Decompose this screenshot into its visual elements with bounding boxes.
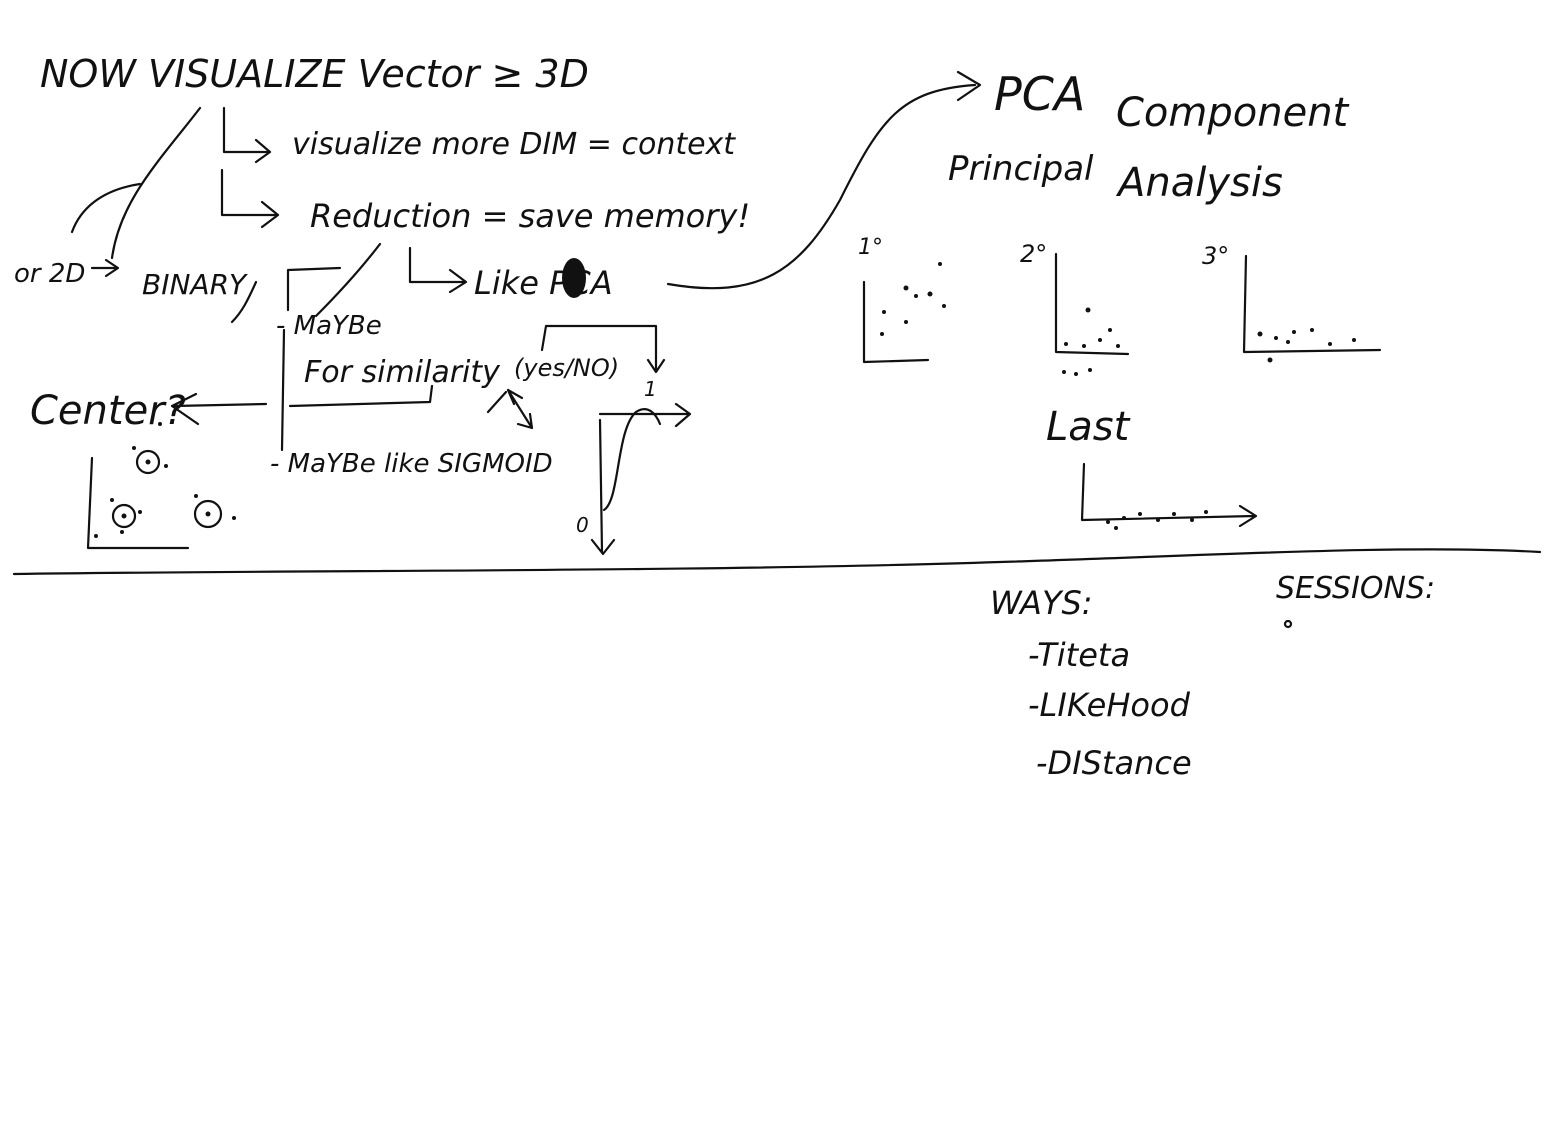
pca-plot-1: 1° [858,235,946,364]
binary-underline [230,280,258,324]
branch-arrow-visualize [222,106,272,164]
principal-text: Principal [948,149,1094,189]
pca-plot-3-label: 3° [1202,242,1229,270]
sessions-title: SESSIONS: [1276,571,1435,606]
sigmoid-plot: 1 0 [576,377,692,556]
ways-title: WAYS: [990,584,1093,622]
visualize-more-text: visualize more DIM = context [292,127,736,162]
similarity-tick [486,390,508,414]
pca-plot-2-label: 2° [1020,240,1047,268]
cluster-plot [86,422,236,550]
similarity-underline [288,384,434,408]
branch-arrow-reduction [220,168,280,229]
pca-text: PCA [994,67,1085,121]
scribble-mark [562,258,586,298]
center-text: Center? [30,388,186,434]
title-to-binary-line [110,106,202,260]
pca-plot-1-label: 1° [858,235,883,260]
2d-to-binary-arrow [90,258,120,278]
analysis-text: Analysis [1115,160,1283,206]
maybe-text: - MaYBe [276,311,382,341]
pca-plot-2: 2° [1020,240,1130,376]
for-similarity-text: For similarity [304,355,501,390]
yes-no-text: (yes/NO) [514,354,619,382]
pca-plot-last [1080,462,1258,530]
binary-text: BINARY [142,268,248,301]
sigmoid-zero-label: 0 [576,513,589,537]
binary-to-2d-line [70,182,142,234]
ways-item-3: -DIStance [1036,744,1192,782]
ways-item-1: -Titeta [1028,636,1130,674]
sigmoid-one-label: 1 [644,377,657,401]
maybe-sigmoid-text: - MaYBe like SIGMOID [270,449,553,479]
like-pca-arrow [408,246,468,294]
title-text: NOW VISUALIZE Vector ≥ 3D [40,52,589,96]
ways-item-2: -LIKeHood [1028,686,1191,724]
like-pca-text: Like PCA [474,264,613,302]
last-text: Last [1046,404,1131,450]
or-2d-text: or 2D [14,259,85,289]
pca-connector-arrow [666,70,982,290]
similarity-to-sigmoid-arrow [506,388,534,430]
reduction-text: Reduction = save memory! [310,197,750,235]
maybe-bracket [280,242,382,452]
component-text: Component [1116,90,1350,136]
pca-plot-3: 3° [1202,242,1382,363]
sessions-bullet [1283,619,1293,629]
center-arrow [170,392,268,426]
divider-line [12,548,1542,576]
yes-no-arrow [540,324,666,374]
